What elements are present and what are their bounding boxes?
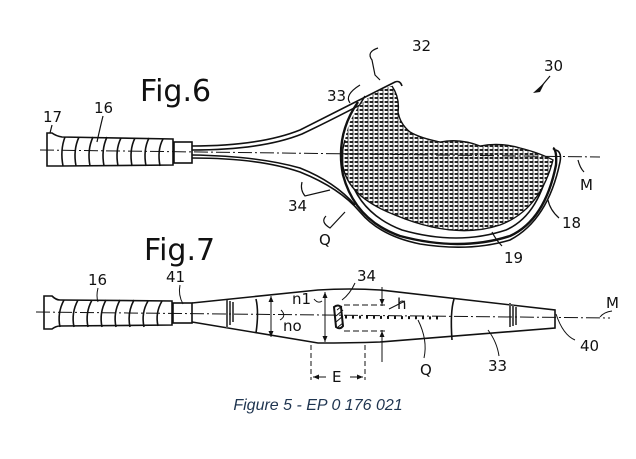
- fig7-label-16: 16: [88, 271, 107, 289]
- fig7-label-n0: no: [283, 317, 302, 335]
- fig6-label-17: 17: [43, 108, 62, 126]
- fig6-title: Fig.6: [140, 74, 211, 109]
- fig6-label-32: 32: [412, 37, 431, 55]
- fig6-axis-m: [39, 149, 601, 158]
- fig7-dimension-arrows: [268, 292, 385, 380]
- fig6-label-33: 33: [327, 87, 346, 105]
- fig6-label-30: 30: [544, 57, 563, 75]
- fig7-cross-section: [332, 304, 345, 330]
- fig6-label-19: 19: [504, 249, 523, 267]
- figure-caption: Figure 5 - EP 0 176 021: [233, 397, 403, 414]
- fig6-frame-lower: [191, 149, 562, 248]
- fig6-frame-upper: [191, 80, 403, 147]
- fig7-label-q: Q: [420, 361, 432, 379]
- fig6-label-16: 16: [94, 99, 113, 117]
- fig7-label-33: 33: [488, 357, 507, 375]
- fig6-frame-lower-inner: [191, 154, 356, 206]
- patent-drawing: Fig.6 17 16 33 32 30 34 Q M 18 19: [35, 37, 619, 386]
- fig6-label-18: 18: [562, 214, 581, 232]
- fig6-arrow-icon: [533, 82, 545, 93]
- fig6-handle-grip: [46, 132, 193, 167]
- fig7-label-m: M: [606, 294, 619, 312]
- fig7-title: Fig.7: [144, 233, 215, 268]
- fig7-label-e: E: [332, 368, 341, 386]
- fig7-axis-m: [35, 311, 611, 319]
- fig6-label-34: 34: [288, 197, 307, 215]
- fig7-shaft-outline: [191, 288, 556, 344]
- fig7-label-40: 40: [580, 337, 599, 355]
- fig7-label-h: h: [397, 295, 407, 313]
- fig7-label-41: 41: [166, 268, 185, 286]
- fig6-head-ring: [339, 101, 558, 246]
- fig7-label-34: 34: [357, 267, 376, 285]
- fig6-label-q: Q: [319, 231, 331, 249]
- fig6-label-m: M: [580, 176, 593, 194]
- fig7-label-n1: n1: [292, 290, 311, 308]
- fig7-shading: [226, 300, 517, 328]
